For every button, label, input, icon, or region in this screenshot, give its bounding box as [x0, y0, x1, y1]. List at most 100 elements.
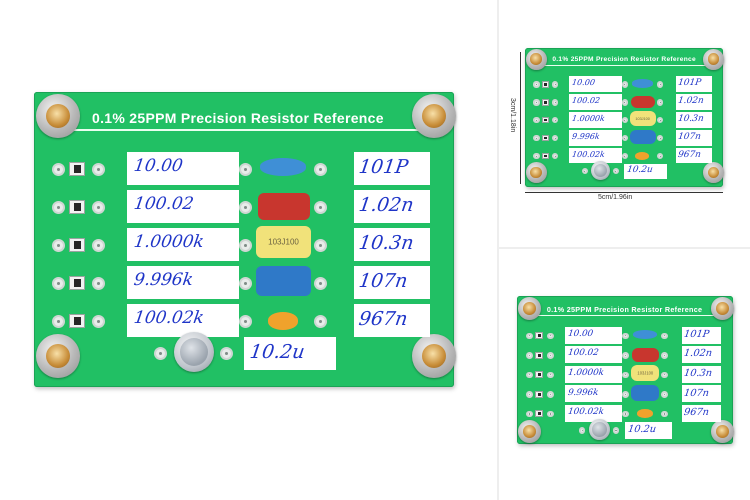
- width-dimension-line: [525, 192, 723, 193]
- bottom-capacitor-label: 10.2u: [625, 422, 673, 439]
- capacitor-value-label: 1.02n: [354, 190, 430, 223]
- resistor-value-label: 9.996k: [127, 266, 239, 299]
- solder-pad-icon: [657, 117, 664, 124]
- solder-pad-icon: [239, 277, 252, 290]
- capacitor-value-text: 967n: [677, 149, 702, 160]
- solder-pad-icon: [239, 163, 252, 176]
- pcb: 0.1% 25PPM Precision Resistor Reference 1…: [34, 92, 456, 387]
- solder-pad-icon: [314, 163, 327, 176]
- resistor-value-label: 1.0000k: [564, 365, 623, 383]
- mounting-standoff-icon: [518, 297, 541, 320]
- capacitor-icon: [629, 130, 656, 145]
- electrolytic-capacitor-icon: [589, 419, 610, 440]
- smd-resistor-icon: [535, 332, 544, 340]
- solder-pad-icon: [314, 201, 327, 214]
- mounting-standoff-icon: [711, 420, 735, 444]
- resistor-value-text: 100.02k: [571, 149, 606, 159]
- mounting-standoff-icon: [518, 420, 541, 444]
- solder-pad-icon: [154, 347, 167, 360]
- resistor-value-label: 10.00: [564, 326, 623, 344]
- solder-pad-icon: [661, 352, 668, 359]
- solder-pad-icon: [314, 277, 327, 290]
- solder-pad-icon: [657, 135, 664, 142]
- solder-pad-icon: [552, 99, 559, 106]
- capacitor-value-text: 967n: [683, 407, 710, 419]
- smd-resistor-icon: [535, 371, 544, 379]
- solder-pad-icon: [52, 315, 65, 328]
- mounting-standoff-icon: [36, 334, 80, 378]
- solder-pad-icon: [621, 99, 628, 106]
- capacitor-icon: [635, 151, 650, 161]
- capacitor-value-text: 1.02n: [677, 96, 705, 107]
- solder-pad-icon: [546, 371, 554, 379]
- solder-pad-icon: [661, 391, 668, 398]
- panel-divider: [497, 0, 499, 500]
- capacitor-value-label: 1.02n: [681, 346, 721, 364]
- resistor-value-text: 100.02k: [567, 407, 605, 418]
- capacitor-value-label: 101P: [681, 326, 721, 344]
- solder-pad-icon: [92, 315, 105, 328]
- capacitor-icon: [637, 409, 653, 419]
- capacitor-value-label: 101P: [354, 152, 430, 185]
- bottom-capacitor-text: 10.2u: [627, 424, 657, 436]
- resistor-value-text: 9.996k: [132, 269, 195, 290]
- solder-pad-icon: [657, 81, 664, 88]
- solder-pad-icon: [578, 427, 586, 434]
- solder-pad-icon: [239, 201, 252, 214]
- solder-pad-icon: [239, 239, 252, 252]
- smd-resistor-icon: [69, 200, 85, 214]
- capacitor-value-text: 107n: [683, 387, 710, 399]
- resistor-value-text: 9.996k: [571, 131, 601, 141]
- capacitor-icon: [633, 329, 657, 340]
- resistor-value-text: 10.00: [571, 78, 596, 88]
- capacitor-value-label: 967n: [675, 147, 712, 164]
- capacitor-marking: 103J100: [635, 116, 650, 121]
- solder-pad-icon: [581, 168, 588, 175]
- height-dimension-line: [520, 52, 521, 184]
- solder-pad-icon: [526, 352, 533, 359]
- solder-pad-icon: [657, 153, 664, 160]
- capacitor-icon: [268, 312, 298, 330]
- solder-pad-icon: [622, 410, 630, 418]
- capacitor-value-text: 10.3n: [683, 367, 713, 379]
- capacitor-marking: 103J100: [268, 237, 299, 247]
- solder-pad-icon: [52, 163, 65, 176]
- solder-pad-icon: [552, 117, 559, 124]
- capacitor-value-label: 107n: [675, 130, 712, 146]
- capacitor-icon: [256, 266, 311, 296]
- capacitor-value-text: 101P: [677, 78, 702, 89]
- solder-pad-icon: [314, 315, 327, 328]
- solder-pad-icon: [526, 391, 533, 398]
- solder-pad-icon: [552, 81, 559, 88]
- solder-pad-icon: [92, 277, 105, 290]
- solder-pad-icon: [552, 153, 559, 160]
- solder-pad-icon: [526, 332, 533, 340]
- solder-pad-icon: [533, 135, 540, 142]
- resistor-value-label: 10.00: [127, 152, 239, 185]
- solder-pad-icon: [612, 427, 620, 434]
- smd-resistor-icon: [69, 162, 85, 176]
- resistor-value-text: 10.00: [132, 155, 184, 176]
- solder-pad-icon: [220, 347, 233, 360]
- solder-pad-icon: [621, 81, 628, 88]
- capacitor-value-text: 10.3n: [357, 231, 415, 254]
- resistor-value-text: 1.0000k: [132, 231, 205, 252]
- solder-pad-icon: [52, 201, 65, 214]
- smd-resistor-icon: [69, 238, 85, 252]
- solder-pad-icon: [612, 168, 619, 175]
- solder-pad-icon: [526, 410, 533, 418]
- capacitor-value-text: 107n: [357, 269, 409, 292]
- capacitor-icon: [258, 193, 310, 220]
- solder-pad-icon: [314, 239, 327, 252]
- solder-pad-icon: [621, 117, 628, 124]
- solder-pad-icon: [622, 391, 630, 398]
- capacitor-value-text: 1.02n: [683, 348, 713, 360]
- board-title: 0.1% 25PPM Precision Resistor Reference: [92, 110, 384, 126]
- solder-pad-icon: [552, 135, 559, 142]
- smd-resistor-icon: [535, 351, 544, 359]
- solder-pad-icon: [546, 391, 554, 398]
- resistor-value-label: 1.0000k: [568, 112, 622, 128]
- capacitor-value-label: 10.3n: [681, 365, 721, 383]
